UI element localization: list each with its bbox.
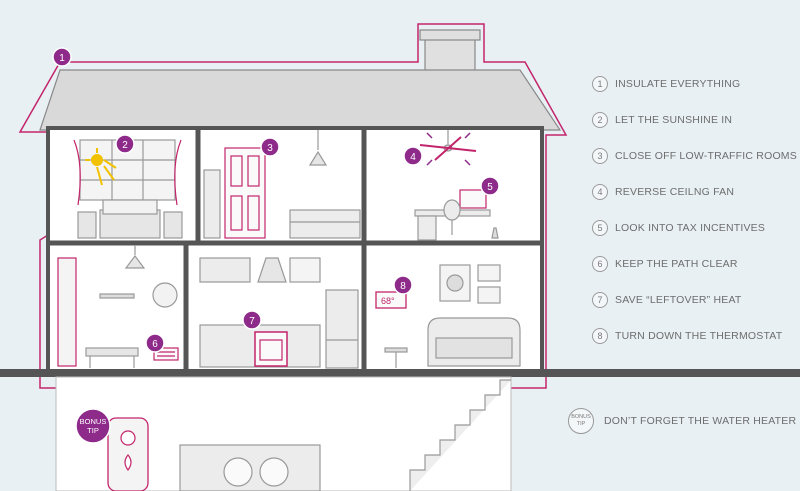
marker-7: 7 <box>242 310 262 330</box>
legend-number: 2 <box>592 112 608 128</box>
legend-label: TURN DOWN THE THERMOSTAT <box>615 330 783 342</box>
wall-art-small-2 <box>477 286 501 304</box>
legend-label: SAVE “LEFTOVER” HEAT <box>615 294 742 306</box>
legend-number: 1 <box>592 76 608 92</box>
pendant-lamp <box>308 150 328 166</box>
bonus-badge-line2: TIP <box>576 421 586 427</box>
bonus-badge-line1: BONUS <box>571 414 591 420</box>
wall-mirror <box>152 282 178 308</box>
wall-art-small-1 <box>477 264 501 282</box>
thermostat-reading: 68° <box>381 296 395 306</box>
svg-text:3: 3 <box>267 143 273 154</box>
legend-item-4: 4 REVERSE CEILNG FAN <box>592 174 792 210</box>
legend-item-6: 6 KEEP THE PATH CLEAR <box>592 246 792 282</box>
washer <box>223 457 253 487</box>
marker-bonus-tip: BONUS TIP <box>75 408 111 444</box>
legend-item-8: 8 TURN DOWN THE THERMOSTAT <box>592 318 792 354</box>
office-room <box>414 130 499 241</box>
hanging-lamp <box>124 255 146 269</box>
marker-8: 8 <box>393 275 413 295</box>
plant-icon <box>491 227 499 239</box>
kitchen-shelf <box>199 257 251 283</box>
legend-number: 5 <box>592 220 608 236</box>
marker-2: 2 <box>115 134 135 154</box>
dryer <box>259 457 289 487</box>
closed-door <box>224 147 266 239</box>
legend-label: CLOSE OFF LOW-TRAFFIC ROOMS <box>615 150 797 162</box>
bedroom <box>73 139 183 239</box>
marker-5: 5 <box>480 176 500 196</box>
wardrobe <box>203 169 221 239</box>
marker-3: 3 <box>260 137 280 157</box>
legend-number: 3 <box>592 148 608 164</box>
legend-number: 4 <box>592 184 608 200</box>
svg-text:8: 8 <box>400 281 406 292</box>
legend-label: INSULATE EVERYTHING <box>615 78 741 90</box>
fan-arrows <box>426 132 471 166</box>
basement-stairs <box>409 379 511 491</box>
kitchen-window <box>289 257 321 283</box>
svg-text:2: 2 <box>122 140 128 151</box>
roof <box>39 69 562 131</box>
marker-1: 1 <box>52 47 72 67</box>
tips-legend: 1 INSULATE EVERYTHING 2 LET THE SUNSHINE… <box>592 66 797 354</box>
bonus-tip-legend: BONUS TIP DON’T FORGET THE WATER HEATER <box>568 408 796 434</box>
legend-label: KEEP THE PATH CLEAR <box>615 258 738 270</box>
bonus-tip-label: DON’T FORGET THE WATER HEATER <box>604 415 797 427</box>
hallway-room <box>203 130 361 239</box>
pressure-gauge <box>120 430 136 446</box>
ground-line <box>0 369 800 377</box>
coat-rack <box>99 293 135 299</box>
svg-text:1: 1 <box>59 53 65 64</box>
legend-item-3: 3 CLOSE OFF LOW-TRAFFIC ROOMS <box>592 138 797 174</box>
legend-item-1: 1 INSULATE EVERYTHING <box>592 66 792 102</box>
legend-label: LOOK INTO TAX INCENTIVES <box>615 222 766 234</box>
svg-text:4: 4 <box>410 152 416 163</box>
kitchen-room <box>199 257 359 369</box>
svg-text:TIP: TIP <box>87 426 99 435</box>
sun-icon <box>85 148 117 186</box>
office-chair <box>443 199 461 221</box>
bench <box>85 347 139 357</box>
living-room <box>375 264 521 368</box>
thermostat <box>375 291 407 309</box>
svg-text:BONUS: BONUS <box>80 417 107 426</box>
front-door <box>57 257 77 367</box>
legend-label: REVERSE CEILNG FAN <box>615 186 735 198</box>
basement-contents <box>107 417 321 491</box>
legend-label: LET THE SUNSHINE IN <box>615 114 733 126</box>
legend-item-7: 7 SAVE “LEFTOVER” HEAT <box>592 282 792 318</box>
side-table <box>384 347 408 353</box>
entry-room <box>57 245 179 368</box>
flame-icon <box>124 454 132 472</box>
bunk-bed <box>289 209 361 239</box>
svg-text:7: 7 <box>249 316 255 327</box>
svg-text:6: 6 <box>152 339 158 350</box>
marker-6: 6 <box>145 333 165 353</box>
svg-text:5: 5 <box>487 182 493 193</box>
marker-4: 4 <box>403 146 423 166</box>
legend-number: 8 <box>592 328 608 344</box>
legend-item-2: 2 LET THE SUNSHINE IN <box>592 102 792 138</box>
bonus-tip-badge: BONUS TIP <box>568 408 594 434</box>
range-hood <box>257 257 287 283</box>
legend-number: 6 <box>592 256 608 272</box>
computer-monitor <box>459 189 487 209</box>
refrigerator <box>325 289 359 369</box>
legend-item-5: 5 LOOK INTO TAX INCENTIVES <box>592 210 792 246</box>
legend-number: 7 <box>592 292 608 308</box>
bed <box>99 209 161 239</box>
